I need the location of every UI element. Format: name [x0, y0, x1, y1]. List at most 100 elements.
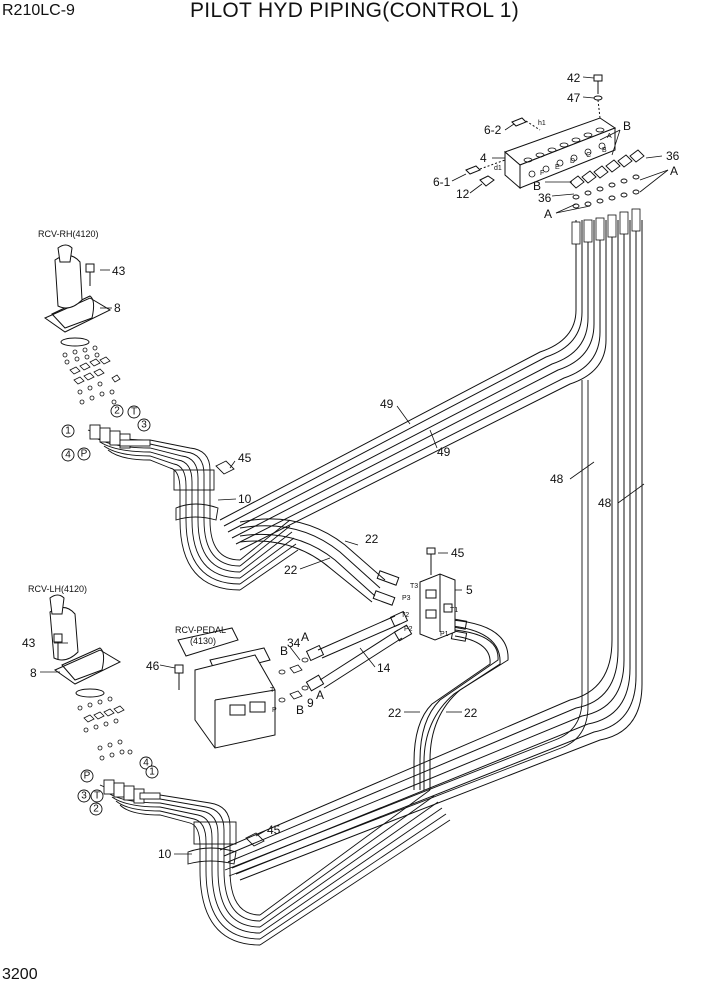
callout-22-left: 22	[284, 563, 298, 577]
port-t3: T3	[410, 583, 418, 590]
callout-B-top: B	[623, 119, 631, 133]
port-a: A	[607, 133, 612, 140]
svg-text:P: P	[84, 771, 91, 782]
rh-marker-1: 1	[61, 424, 75, 438]
svg-text:P: P	[81, 449, 88, 460]
callout-48-left: 48	[550, 472, 564, 486]
lh-marker-2: 2	[89, 802, 103, 816]
callout-36-right: 36	[666, 149, 680, 163]
callout-8-rh: 8	[114, 301, 121, 315]
rcv-rh-assembly	[43, 244, 299, 591]
svg-text:2: 2	[93, 804, 99, 815]
callout-A-left: A	[544, 207, 552, 221]
callout-B-left: B	[533, 179, 541, 193]
lh-marker-t: T	[90, 789, 104, 803]
callout-12: 12	[456, 187, 470, 201]
callout-45-lh: 45	[267, 823, 281, 837]
callout-5: 5	[466, 583, 473, 597]
svg-text:1: 1	[65, 426, 71, 437]
svg-text:1: 1	[149, 767, 155, 778]
lh-marker-3: 3	[77, 789, 91, 803]
callout-22-upper: 22	[365, 532, 379, 546]
port-labels: h1 d1 A B C D E F T3 P3 T2 P2 T1 P1 T P	[270, 120, 612, 714]
callout-22-lower-right: 22	[464, 706, 478, 720]
callout-B-pedal-bottom: B	[296, 703, 304, 717]
rh-marker-3: 3	[137, 418, 151, 432]
callout-45-manifold: 45	[451, 546, 465, 560]
svg-text:4: 4	[65, 450, 71, 461]
callout-9: 9	[307, 696, 314, 710]
port-t2: T2	[401, 612, 409, 619]
callout-43-lh: 43	[22, 636, 36, 650]
port-d: D	[570, 158, 575, 165]
port-p3: P3	[402, 595, 411, 602]
label-rcv-rh: RCV-RH(4120)	[38, 229, 99, 239]
port-p1: P1	[440, 631, 449, 638]
callout-4: 4	[480, 151, 487, 165]
callout-8-lh: 8	[30, 666, 37, 680]
svg-text:3: 3	[81, 791, 87, 802]
port-b: B	[602, 147, 607, 154]
label-rcv-pedal: RCV-PEDAL	[175, 625, 226, 635]
callout-49-lower: 49	[437, 445, 451, 459]
callout-14: 14	[377, 661, 391, 675]
shuttle-block-manifold	[419, 547, 456, 641]
callout-48-right: 48	[598, 496, 612, 510]
component-labels: RCV-RH(4120) RCV-LH(4120) RCV-PEDAL (413…	[28, 229, 226, 646]
callout-6-1: 6-1	[433, 175, 451, 189]
svg-text:T: T	[94, 791, 100, 802]
callout-B-pedal-top: B	[280, 644, 288, 658]
label-rcv-pedal-code: (4130)	[190, 636, 216, 646]
port-d1: d1	[494, 165, 502, 172]
rh-port-markers: 1 2 T 3 4 P	[61, 404, 151, 462]
rcv-lh-assembly	[49, 594, 451, 946]
callout-10-lh: 10	[158, 847, 172, 861]
lh-port-markers: P 4 1 3 T 2	[77, 756, 159, 816]
lh-marker-4: 4	[139, 756, 153, 770]
callout-A-pedal-top: A	[301, 630, 309, 644]
svg-text:2: 2	[114, 406, 120, 417]
port-t1: T1	[450, 607, 458, 614]
pilot-valve-block	[465, 74, 645, 209]
callout-45-rh: 45	[238, 451, 252, 465]
callout-10-rh: 10	[238, 492, 252, 506]
callout-22-lower-left: 22	[388, 706, 402, 720]
port-e: E	[555, 164, 560, 171]
rh-marker-4: 4	[61, 448, 75, 462]
port-h1: h1	[538, 120, 546, 127]
port-f: F	[540, 170, 544, 177]
callout-A-pedal-bottom: A	[316, 688, 324, 702]
svg-text:3: 3	[141, 420, 147, 431]
lh-marker-1: 1	[145, 765, 159, 779]
leader-lines	[40, 76, 669, 855]
callout-49-upper: 49	[380, 397, 394, 411]
rh-marker-p: P	[77, 447, 91, 461]
callout-34: 34	[287, 636, 301, 650]
hose-14	[305, 610, 413, 692]
callout-42: 42	[567, 71, 581, 85]
lh-marker-p: P	[80, 769, 94, 783]
callout-labels: 42 47 6-2 4 6-1 12 36 36 A A B B 43 8 49…	[22, 71, 680, 861]
callout-36-left: 36	[538, 191, 552, 205]
svg-text:T: T	[131, 407, 137, 418]
rh-marker-t: T	[127, 405, 141, 419]
port-p2: P2	[404, 626, 413, 633]
callout-43-rh: 43	[112, 264, 126, 278]
callout-47: 47	[567, 91, 581, 105]
port-p: P	[272, 707, 277, 714]
diagram-title: PILOT HYD PIPING(CONTROL 1)	[190, 0, 519, 22]
rh-marker-2: 2	[110, 404, 124, 418]
hose-bundle-right	[219, 208, 643, 881]
port-t: T	[270, 687, 275, 694]
hose-22-runs	[239, 518, 509, 790]
svg-text:4: 4	[143, 758, 149, 769]
label-rcv-lh: RCV-LH(4120)	[28, 584, 87, 594]
port-c: C	[586, 152, 591, 159]
callout-6-2: 6-2	[484, 123, 502, 137]
callout-46: 46	[146, 659, 160, 673]
page-number: 3200	[2, 966, 38, 983]
callout-A-right: A	[670, 164, 678, 178]
model-code: R210LC-9	[2, 2, 75, 19]
rcv-pedal-assembly	[174, 627, 309, 749]
